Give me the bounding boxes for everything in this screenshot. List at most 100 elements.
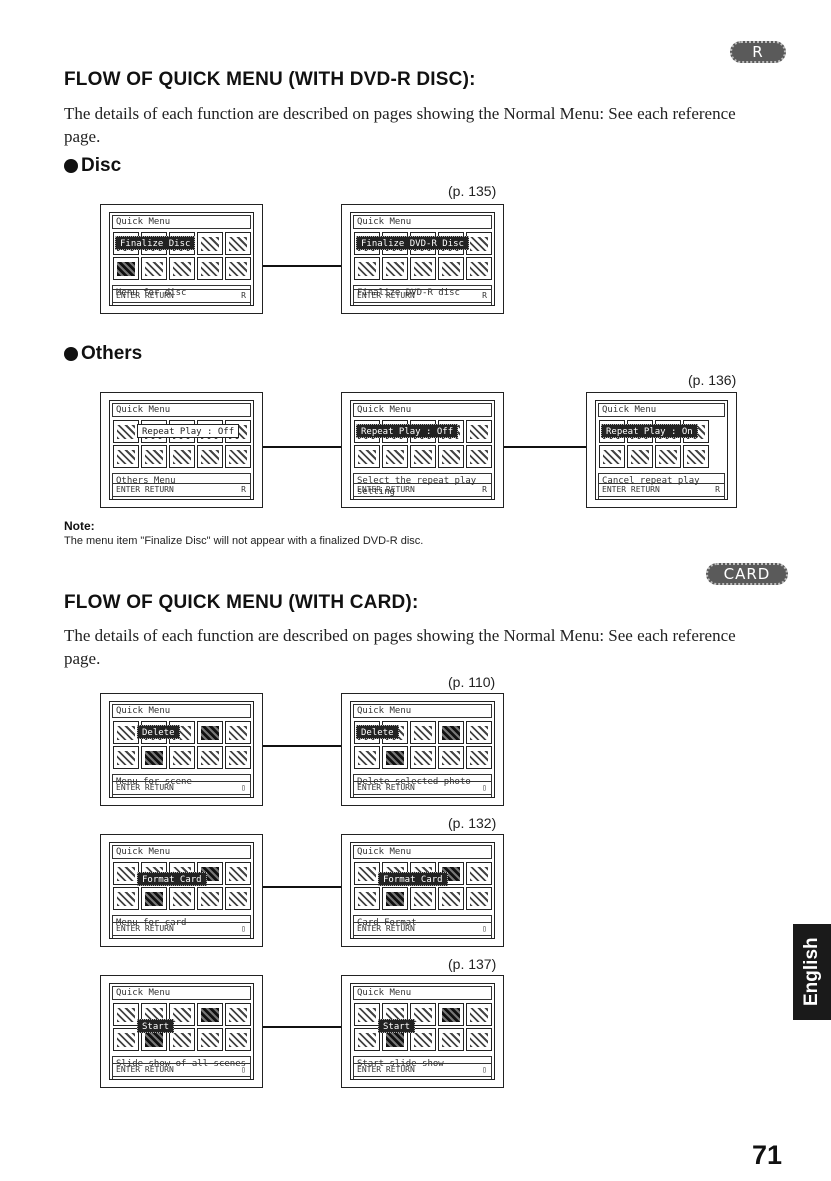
screen-title: Quick Menu [112, 403, 251, 417]
thumbnail-image [410, 257, 436, 280]
screen-footer: ENTER RETURN R [112, 289, 251, 303]
thumbnail-image [410, 1028, 436, 1051]
screen-display: Quick Menu Delete Menu for scene ENTER R… [109, 701, 254, 798]
screen-display: Quick Menu Format Card Card Format ENTER… [350, 842, 495, 939]
footer-text: ▯ [241, 924, 246, 933]
thumbnail-image [599, 445, 625, 468]
screen-footer: ENTER RETURN R [353, 289, 492, 303]
note-heading: Note: [64, 519, 95, 533]
screen-title: Quick Menu [112, 215, 251, 229]
disc-heading-label: Disc [81, 155, 122, 176]
others-screen-1: Quick Menu Repeat Play : Off Others Menu… [100, 392, 263, 508]
card-screen-2b: Quick Menu Format Card Card Format ENTER… [341, 834, 504, 947]
thumbnail-image [225, 445, 251, 468]
thumbnail-image [354, 257, 380, 280]
thumbnail-image [113, 746, 139, 769]
thumbnail-grid: Repeat Play : Off [113, 420, 251, 470]
thumbnail-image [382, 746, 408, 769]
footer-text: ENTER RETURN [602, 485, 660, 494]
screen-title: Quick Menu [353, 986, 492, 1000]
thumbnail-image [466, 721, 492, 744]
card-screen-2a: Quick Menu Format Card Menu for card ENT… [100, 834, 263, 947]
screen-display: Quick Menu Delete Delete selected photo … [350, 701, 495, 798]
bullet-icon [64, 347, 78, 361]
card-ref-1: (p. 110) [448, 674, 496, 690]
screen-title: Quick Menu [112, 704, 251, 718]
bullet-icon [64, 159, 78, 173]
footer-text: ENTER RETURN [116, 1065, 174, 1074]
menu-highlight: Start [378, 1019, 416, 1033]
footer-text: ENTER RETURN [116, 924, 174, 933]
thumbnail-image [410, 887, 436, 910]
menu-highlight: Finalize Disc [115, 236, 196, 250]
language-tab: English [793, 924, 831, 1020]
thumbnail-image [382, 257, 408, 280]
footer-text: ENTER RETURN [116, 485, 174, 494]
screen-title: Quick Menu [353, 215, 492, 229]
menu-highlight: Repeat Play : Off [137, 424, 240, 438]
thumbnail-image [169, 257, 195, 280]
screen-display: Quick Menu Finalize Disc Menu for disc E… [109, 212, 254, 306]
card-ref-3: (p. 137) [448, 956, 497, 972]
thumbnail-image [113, 862, 139, 885]
screen-title: Quick Menu [112, 845, 251, 859]
screen-display: Quick Menu Format Card Menu for card ENT… [109, 842, 254, 939]
menu-highlight: Finalize DVD-R Disc [356, 236, 469, 250]
footer-text: ▯ [241, 1065, 246, 1074]
footer-text: ▯ [482, 783, 487, 792]
thumbnail-grid: Delete [354, 721, 492, 771]
thumbnail-image [354, 1003, 380, 1026]
thumbnail-image [225, 1003, 251, 1026]
dvd-intro-text: The details of each function are describ… [64, 104, 736, 146]
thumbnail-image [225, 746, 251, 769]
thumbnail-image [382, 887, 408, 910]
card-ref-2: (p. 132) [448, 815, 497, 831]
thumbnail-image [438, 721, 464, 744]
others-screen-2: Quick Menu Repeat Play : Off Select the … [341, 392, 504, 508]
footer-text: R [241, 291, 246, 300]
thumbnail-image [225, 721, 251, 744]
thumbnail-grid: Finalize Disc [113, 232, 251, 282]
card-intro-text: The details of each function are describ… [64, 626, 736, 668]
thumbnail-grid: Delete [113, 721, 251, 771]
disc-heading: Disc [64, 155, 121, 177]
thumbnail-image [197, 721, 223, 744]
card-section-title: FLOW OF QUICK MENU (WITH CARD): [64, 592, 419, 613]
page-number: 71 [752, 1140, 783, 1170]
thumbnail-image [169, 1003, 195, 1026]
thumbnail-image [197, 1028, 223, 1051]
footer-text: ENTER RETURN [357, 924, 415, 933]
footer-text: R [482, 485, 487, 494]
thumbnail-image [354, 887, 380, 910]
thumbnail-image [113, 445, 139, 468]
footer-text: ENTER RETURN [116, 783, 174, 792]
footer-text: ENTER RETURN [116, 291, 174, 300]
screen-display: Quick Menu Start Start slide show ENTER … [350, 983, 495, 1080]
footer-text: R [482, 291, 487, 300]
menu-highlight: Repeat Play : Off [356, 424, 459, 438]
footer-text: ENTER RETURN [357, 485, 415, 494]
card-badge: CARD [706, 563, 788, 585]
thumbnail-image [438, 1003, 464, 1026]
footer-text: R [715, 485, 720, 494]
thumbnail-image [113, 420, 139, 443]
menu-highlight: Delete [356, 725, 399, 739]
screen-title: Quick Menu [353, 704, 492, 718]
thumbnail-image [141, 257, 167, 280]
thumbnail-image [141, 445, 167, 468]
thumbnail-image [169, 746, 195, 769]
thumbnail-image [438, 445, 464, 468]
screen-footer: ENTER RETURN R [598, 483, 725, 497]
footer-text: ENTER RETURN [357, 291, 415, 300]
screen-footer: ENTER RETURN R [353, 483, 492, 497]
screen-footer: ENTER RETURN▯ [112, 781, 251, 795]
screen-footer: ENTER RETURN▯ [353, 781, 492, 795]
card-screen-3b: Quick Menu Start Start slide show ENTER … [341, 975, 504, 1088]
screen-footer: ENTER RETURN ▯ [112, 922, 251, 936]
card-screen-1b: Quick Menu Delete Delete selected photo … [341, 693, 504, 806]
others-heading: Others [64, 343, 142, 365]
flow-connector [263, 265, 341, 267]
thumbnail-image [197, 445, 223, 468]
thumbnail-image [197, 746, 223, 769]
